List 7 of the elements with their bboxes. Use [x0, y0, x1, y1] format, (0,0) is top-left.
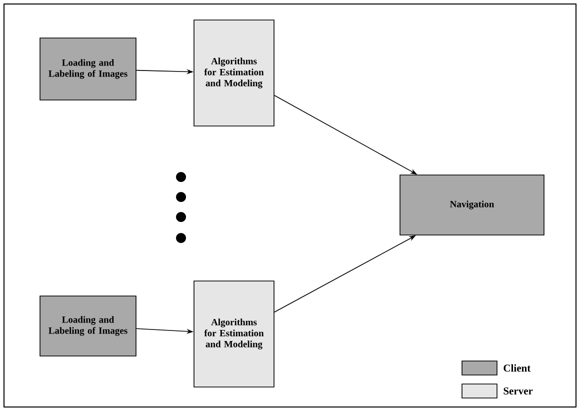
- legend-label: Client: [504, 364, 531, 372]
- process-box: Loading and Labeling of Images: [40, 296, 136, 356]
- legend-label: Server: [504, 387, 533, 395]
- process-box: Algorithms for Estimation and Modeling: [194, 20, 274, 126]
- process-box: Loading and Labeling of Images: [40, 38, 136, 100]
- process-box: Navigation: [400, 174, 544, 236]
- process-box: Algorithms for Estimation and Modeling: [194, 280, 274, 388]
